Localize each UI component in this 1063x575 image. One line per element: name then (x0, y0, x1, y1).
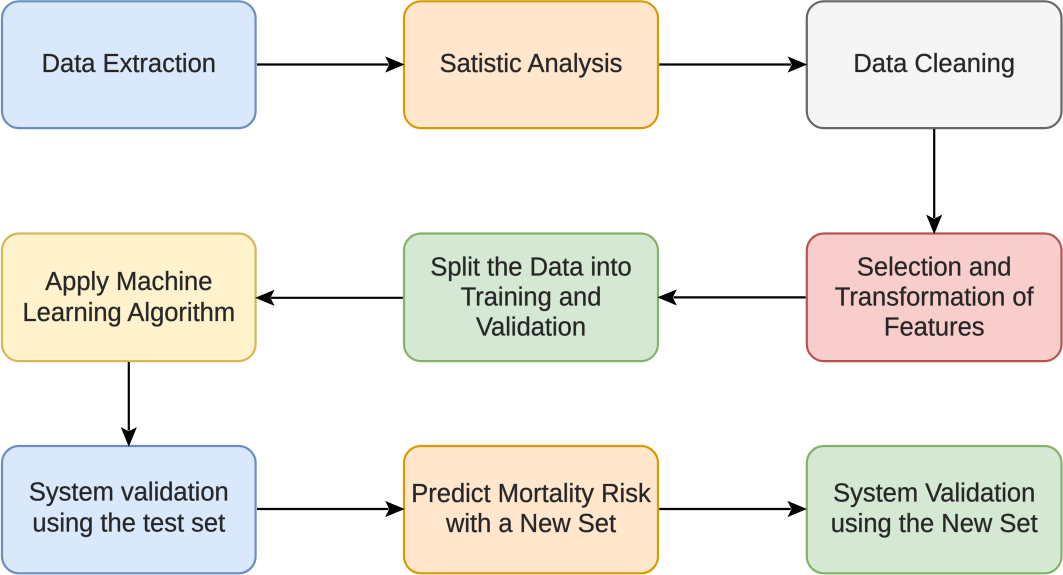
svg-text:using the New Set: using the New Set (831, 510, 1038, 538)
svg-text:Selection and: Selection and (857, 253, 1012, 281)
svg-text:Apply Machine: Apply Machine (45, 268, 212, 296)
svg-text:Training and: Training and (461, 283, 602, 311)
svg-text:Satistic Analysis: Satistic Analysis (440, 50, 623, 78)
svg-text:Predict Mortality Risk: Predict Mortality Risk (411, 480, 651, 508)
svg-text:Data Extraction: Data Extraction (42, 50, 216, 78)
svg-text:using the test set: using the test set (32, 510, 225, 538)
svg-text:Data Cleaning: Data Cleaning (853, 50, 1015, 78)
svg-text:Validation: Validation (476, 313, 586, 341)
svg-text:Learning Algorithm: Learning Algorithm (22, 299, 235, 327)
svg-text:Transformation of: Transformation of (835, 283, 1035, 311)
svg-text:System validation: System validation (29, 479, 229, 507)
svg-text:with a New Set: with a New Set (445, 510, 616, 538)
svg-text:System Validation: System Validation (833, 480, 1035, 508)
svg-text:Features: Features (884, 313, 985, 341)
svg-text:Split the Data into: Split the Data into (430, 253, 631, 281)
